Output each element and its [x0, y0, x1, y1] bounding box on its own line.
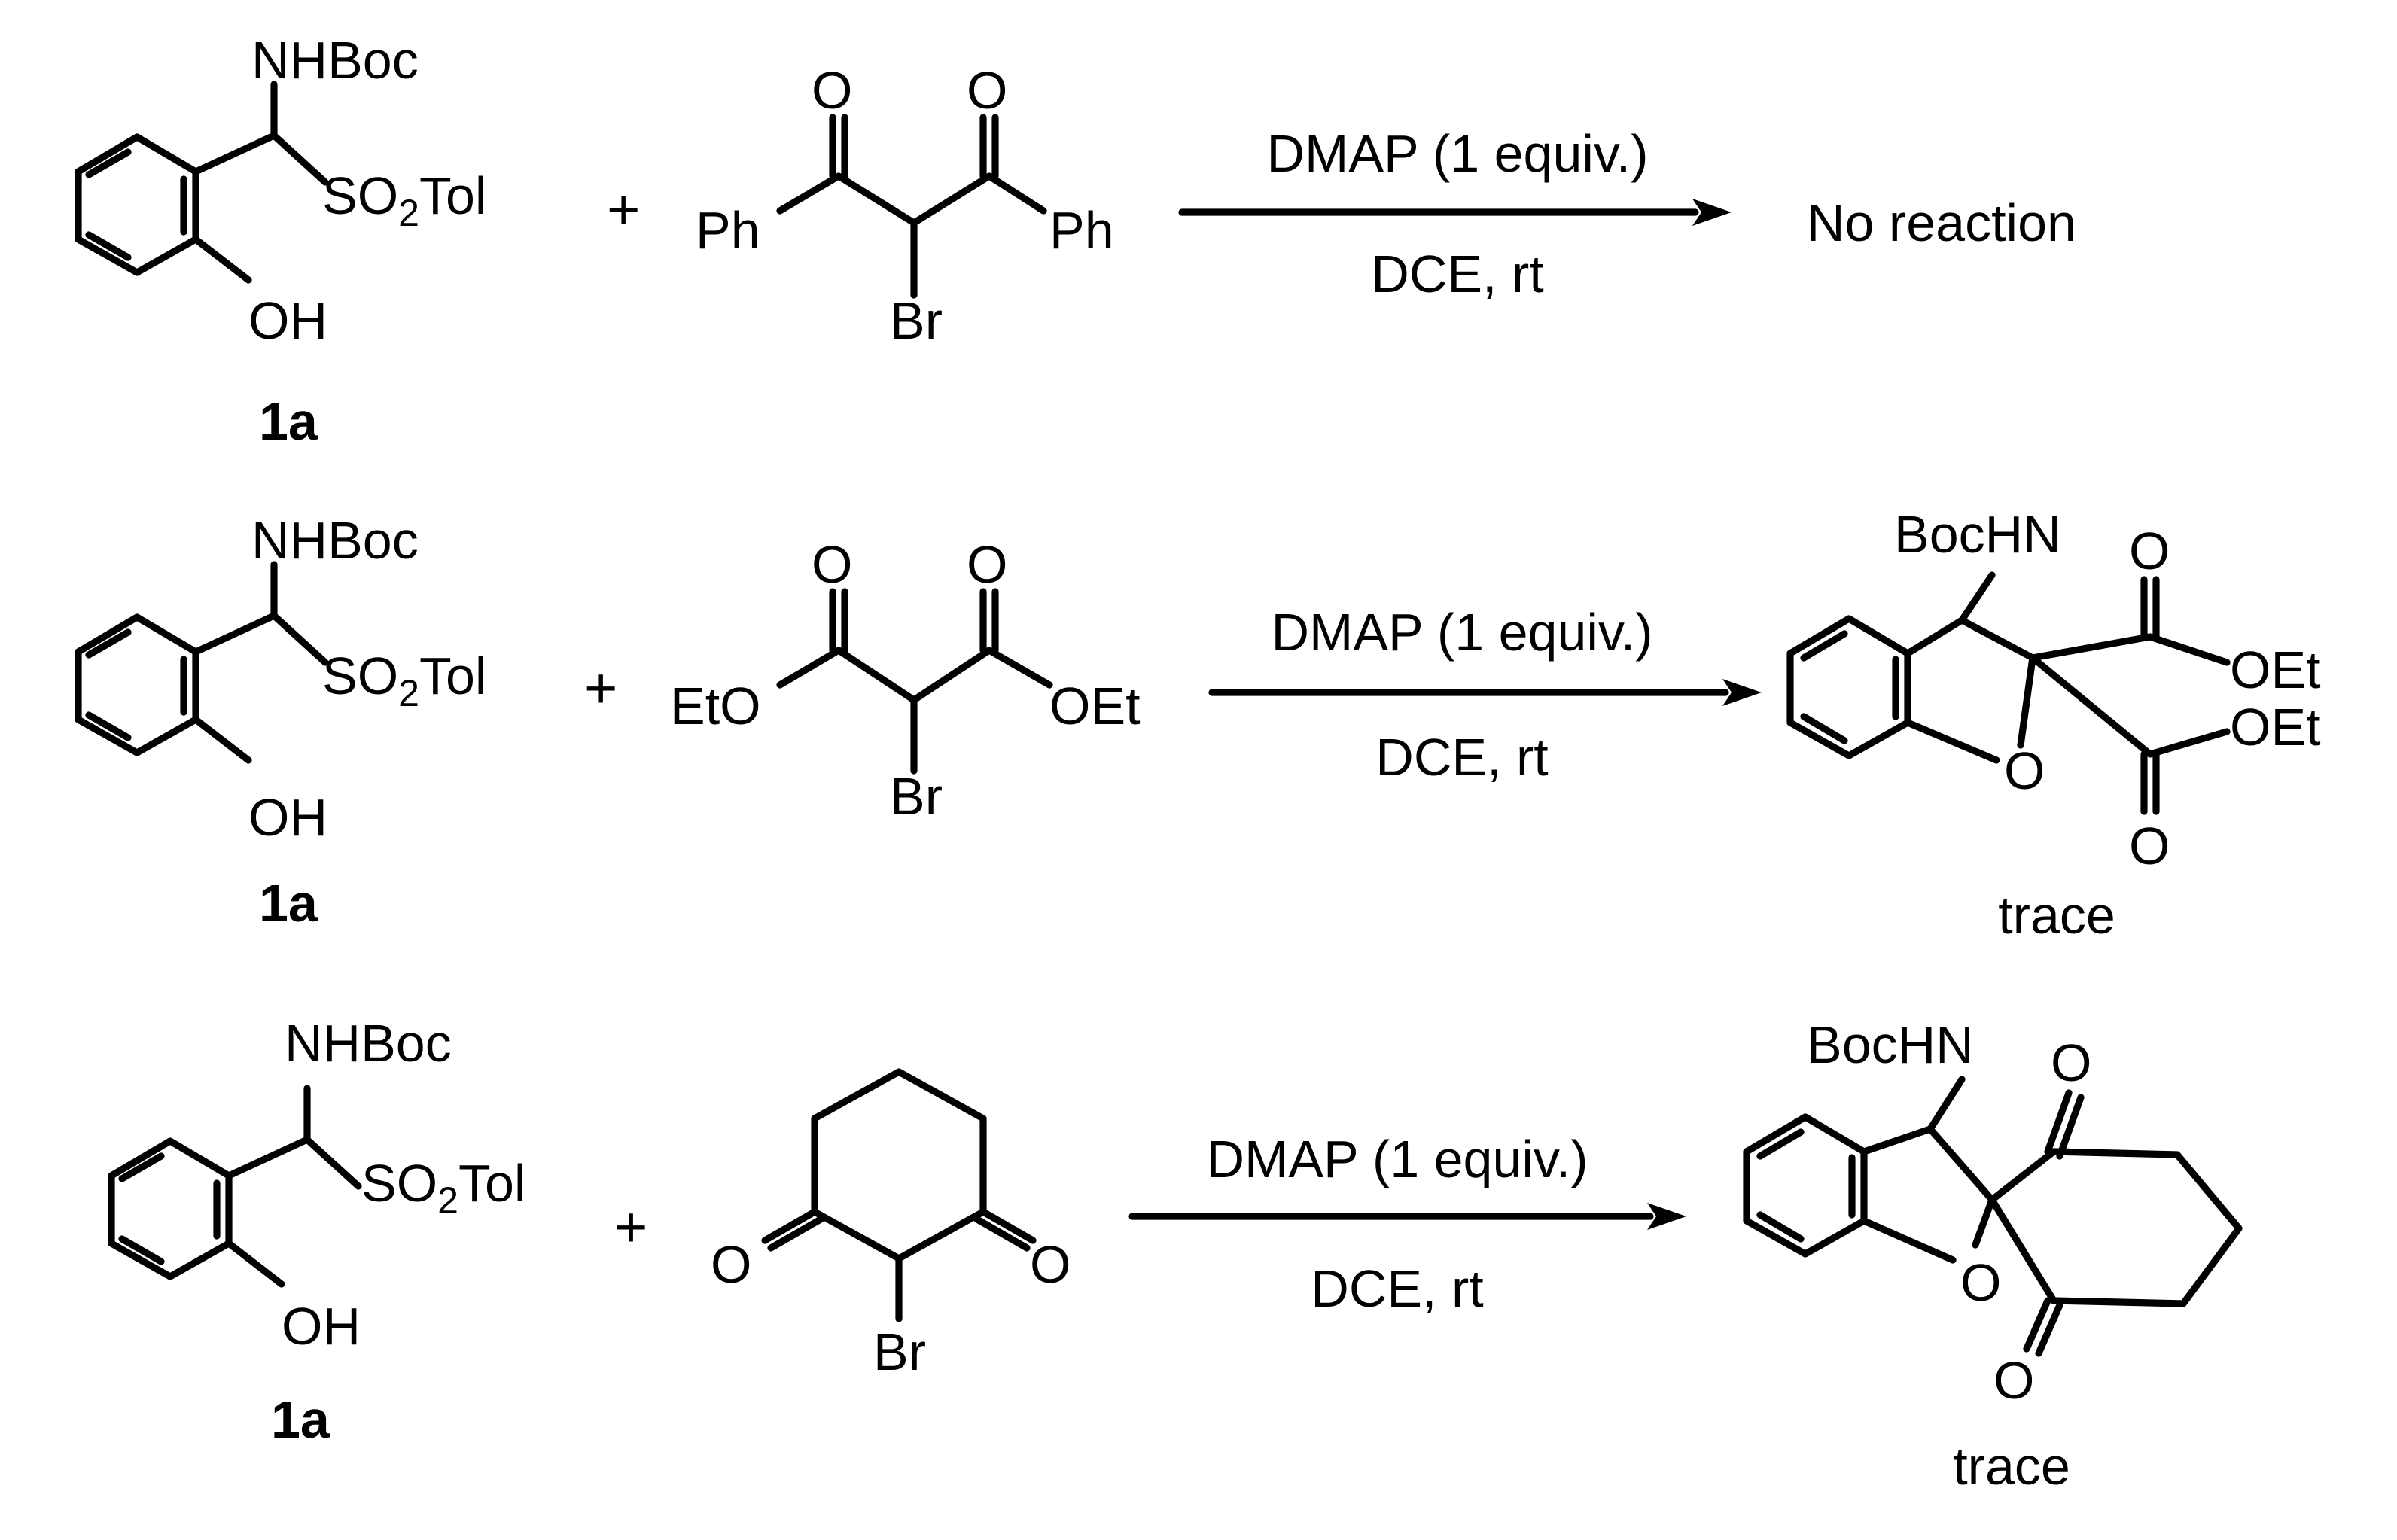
ethoxy-label: OEt: [2230, 698, 2321, 756]
phenyl-label: Ph: [1049, 201, 1114, 260]
diethyl-bromomalonate-structure: O O EtO OEt Br: [670, 535, 1141, 826]
sulfonyl-label: SO2Tol: [322, 647, 486, 714]
oxo-label: O: [967, 535, 1007, 594]
oxo-label: O: [812, 61, 852, 120]
reaction-arrow: DMAP (1 equiv.) DCE, rt: [1128, 1130, 1686, 1318]
plus-sign: +: [607, 178, 640, 242]
amine-label: NHBoc: [251, 511, 419, 570]
solvent-condition: DCE, rt: [1375, 728, 1548, 787]
oxo-label: O: [1030, 1235, 1071, 1294]
bromocyclohexanedione-structure: O O Br: [711, 1068, 1071, 1381]
compound-label-1a: 1a: [259, 874, 318, 933]
sulfone-1a-structure: NHBoc SO2Tol OH 1a: [108, 1014, 525, 1449]
oxo-label: O: [2129, 817, 2170, 875]
hydroxy-label: OH: [248, 291, 327, 350]
oxo-label: O: [812, 535, 852, 594]
sulfonyl-label: SO2Tol: [322, 166, 486, 234]
sulfone-1a-structure: NHBoc SO2Tol OH 1a: [75, 511, 486, 933]
oxo-label: O: [967, 61, 1007, 120]
bromo-label: Br: [890, 291, 943, 350]
yield-label: trace: [1998, 886, 2115, 945]
bromo-label: Br: [873, 1322, 926, 1381]
ethoxy-label: OEt: [2230, 641, 2321, 699]
reagent-condition: DMAP (1 equiv.): [1266, 124, 1648, 183]
reaction-3: NHBoc SO2Tol OH 1a + O O Br DMAP (1 equi…: [108, 1014, 2243, 1496]
sulfonyl-label: SO2Tol: [361, 1154, 525, 1222]
oxo-label: O: [2051, 1033, 2091, 1092]
reagent-condition: DMAP (1 equiv.): [1271, 603, 1652, 662]
spiro-malonate-product-structure: BocHN O O O OEt OEt: [1786, 505, 2321, 875]
bromo-label: Br: [890, 767, 943, 826]
solvent-condition: DCE, rt: [1371, 245, 1543, 303]
oxo-label: O: [1993, 1351, 2034, 1410]
hydroxy-label: OH: [282, 1297, 361, 1356]
ethoxy-label: EtO: [670, 677, 761, 735]
plus-sign: +: [614, 1195, 647, 1259]
no-reaction-text: No reaction: [1807, 193, 2076, 252]
sulfone-1a-structure: NHBoc SO2Tol OH 1a: [75, 31, 486, 451]
reaction-arrow: DMAP (1 equiv.) DCE, rt: [1208, 603, 1762, 787]
hydroxy-label: OH: [248, 788, 327, 847]
compound-label-1a: 1a: [259, 392, 318, 451]
amine-label: NHBoc: [251, 31, 419, 90]
ethoxy-label: OEt: [1049, 677, 1141, 735]
reaction-arrow: DMAP (1 equiv.) DCE, rt: [1178, 124, 1732, 303]
compound-label-1a: 1a: [271, 1390, 330, 1449]
dibenzoyl-bromomethane-structure: O O Ph Ph Br: [696, 61, 1114, 350]
ring-oxygen-label: O: [1960, 1253, 2001, 1312]
oxo-label: O: [711, 1235, 751, 1294]
amine-label: BocHN: [1894, 505, 2061, 564]
plus-sign: +: [584, 656, 617, 720]
spiro-dione-product-structure: BocHN O O O: [1743, 1015, 2243, 1410]
reaction-1: NHBoc SO2Tol OH 1a + O O Ph Ph Br DMAP (…: [75, 31, 2076, 451]
phenyl-label: Ph: [696, 201, 760, 260]
oxo-label: O: [2129, 522, 2170, 580]
ring-oxygen-label: O: [2004, 741, 2045, 800]
reagent-condition: DMAP (1 equiv.): [1206, 1130, 1588, 1188]
amine-label: BocHN: [1807, 1015, 1974, 1074]
reaction-2: NHBoc SO2Tol OH 1a + O O EtO OEt Br DMAP…: [75, 505, 2321, 945]
yield-label: trace: [1953, 1437, 2070, 1496]
solvent-condition: DCE, rt: [1311, 1259, 1483, 1318]
amine-label: NHBoc: [285, 1014, 452, 1073]
